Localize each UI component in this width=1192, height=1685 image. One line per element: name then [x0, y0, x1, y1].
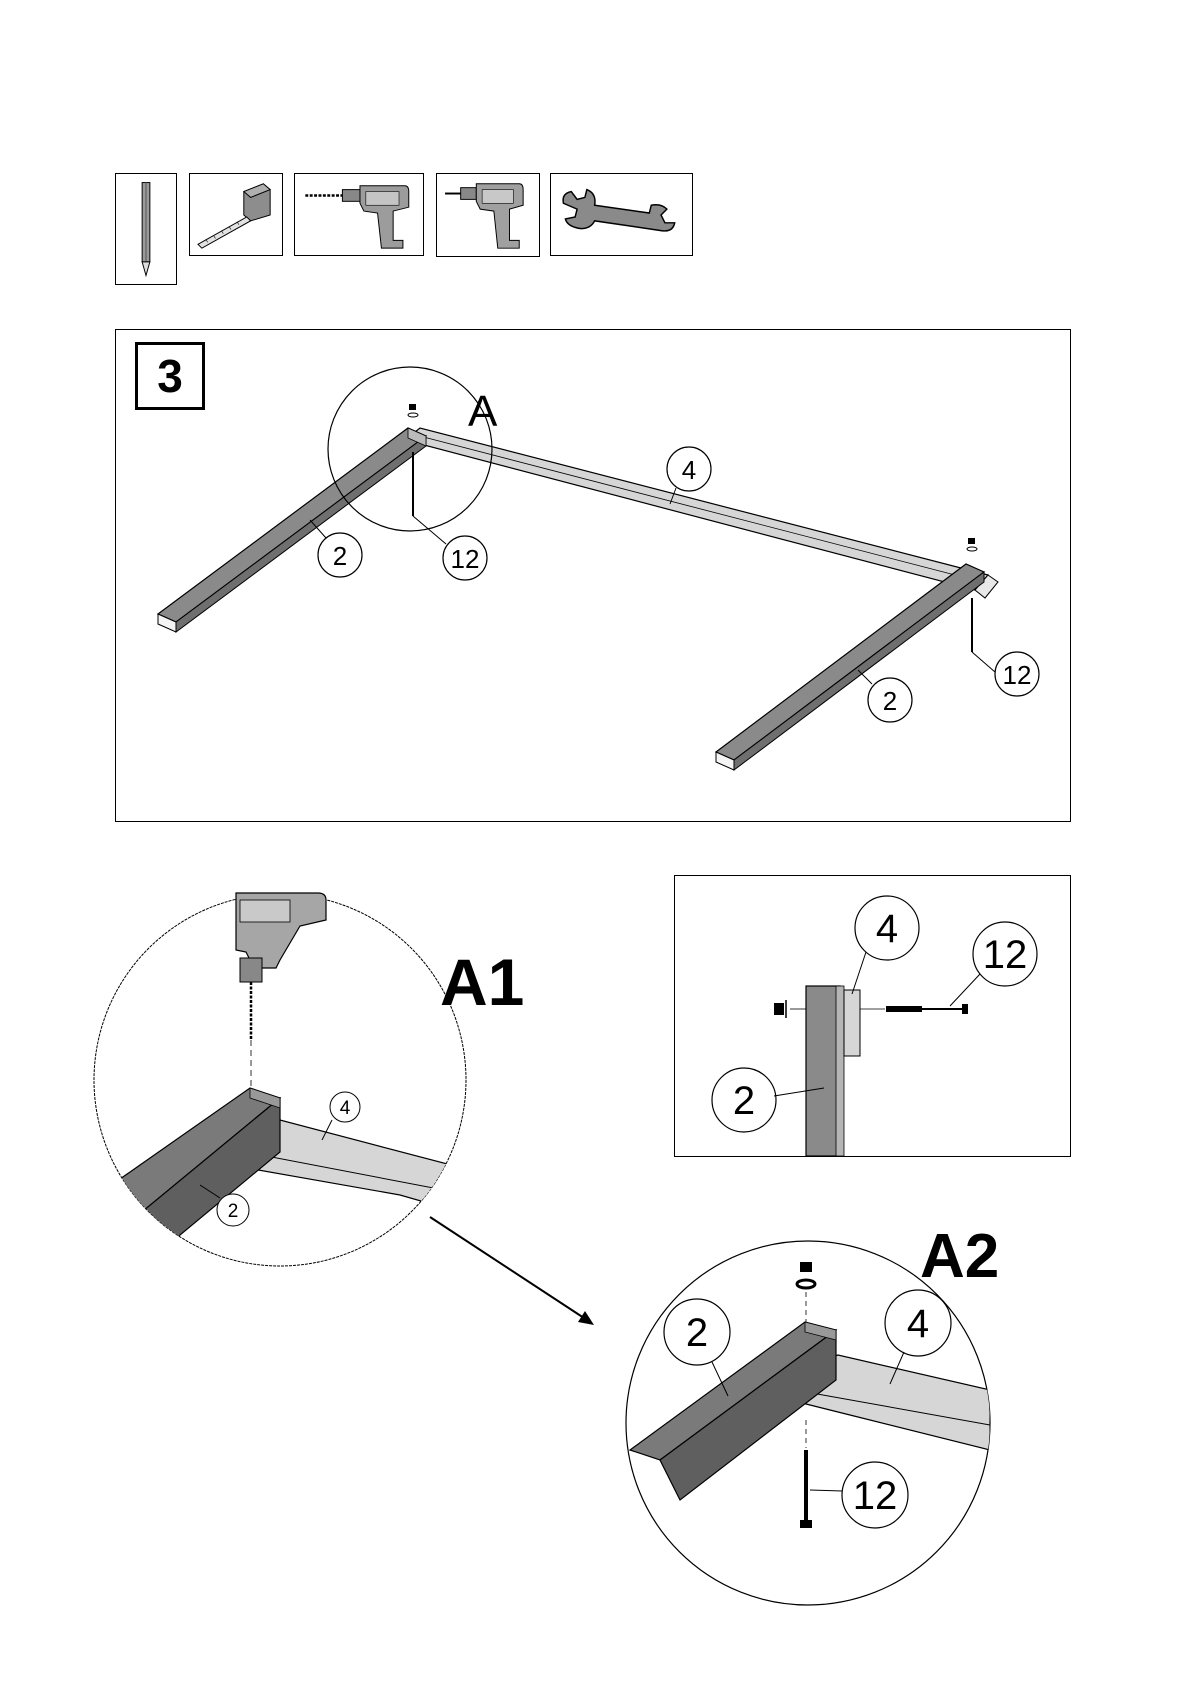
callout-a2-12: 12 [853, 1474, 898, 1518]
callout-a2-2: 2 [686, 1311, 708, 1355]
detail-label-a2: A2 [920, 1222, 999, 1291]
callout-a2-4: 4 [907, 1302, 929, 1346]
